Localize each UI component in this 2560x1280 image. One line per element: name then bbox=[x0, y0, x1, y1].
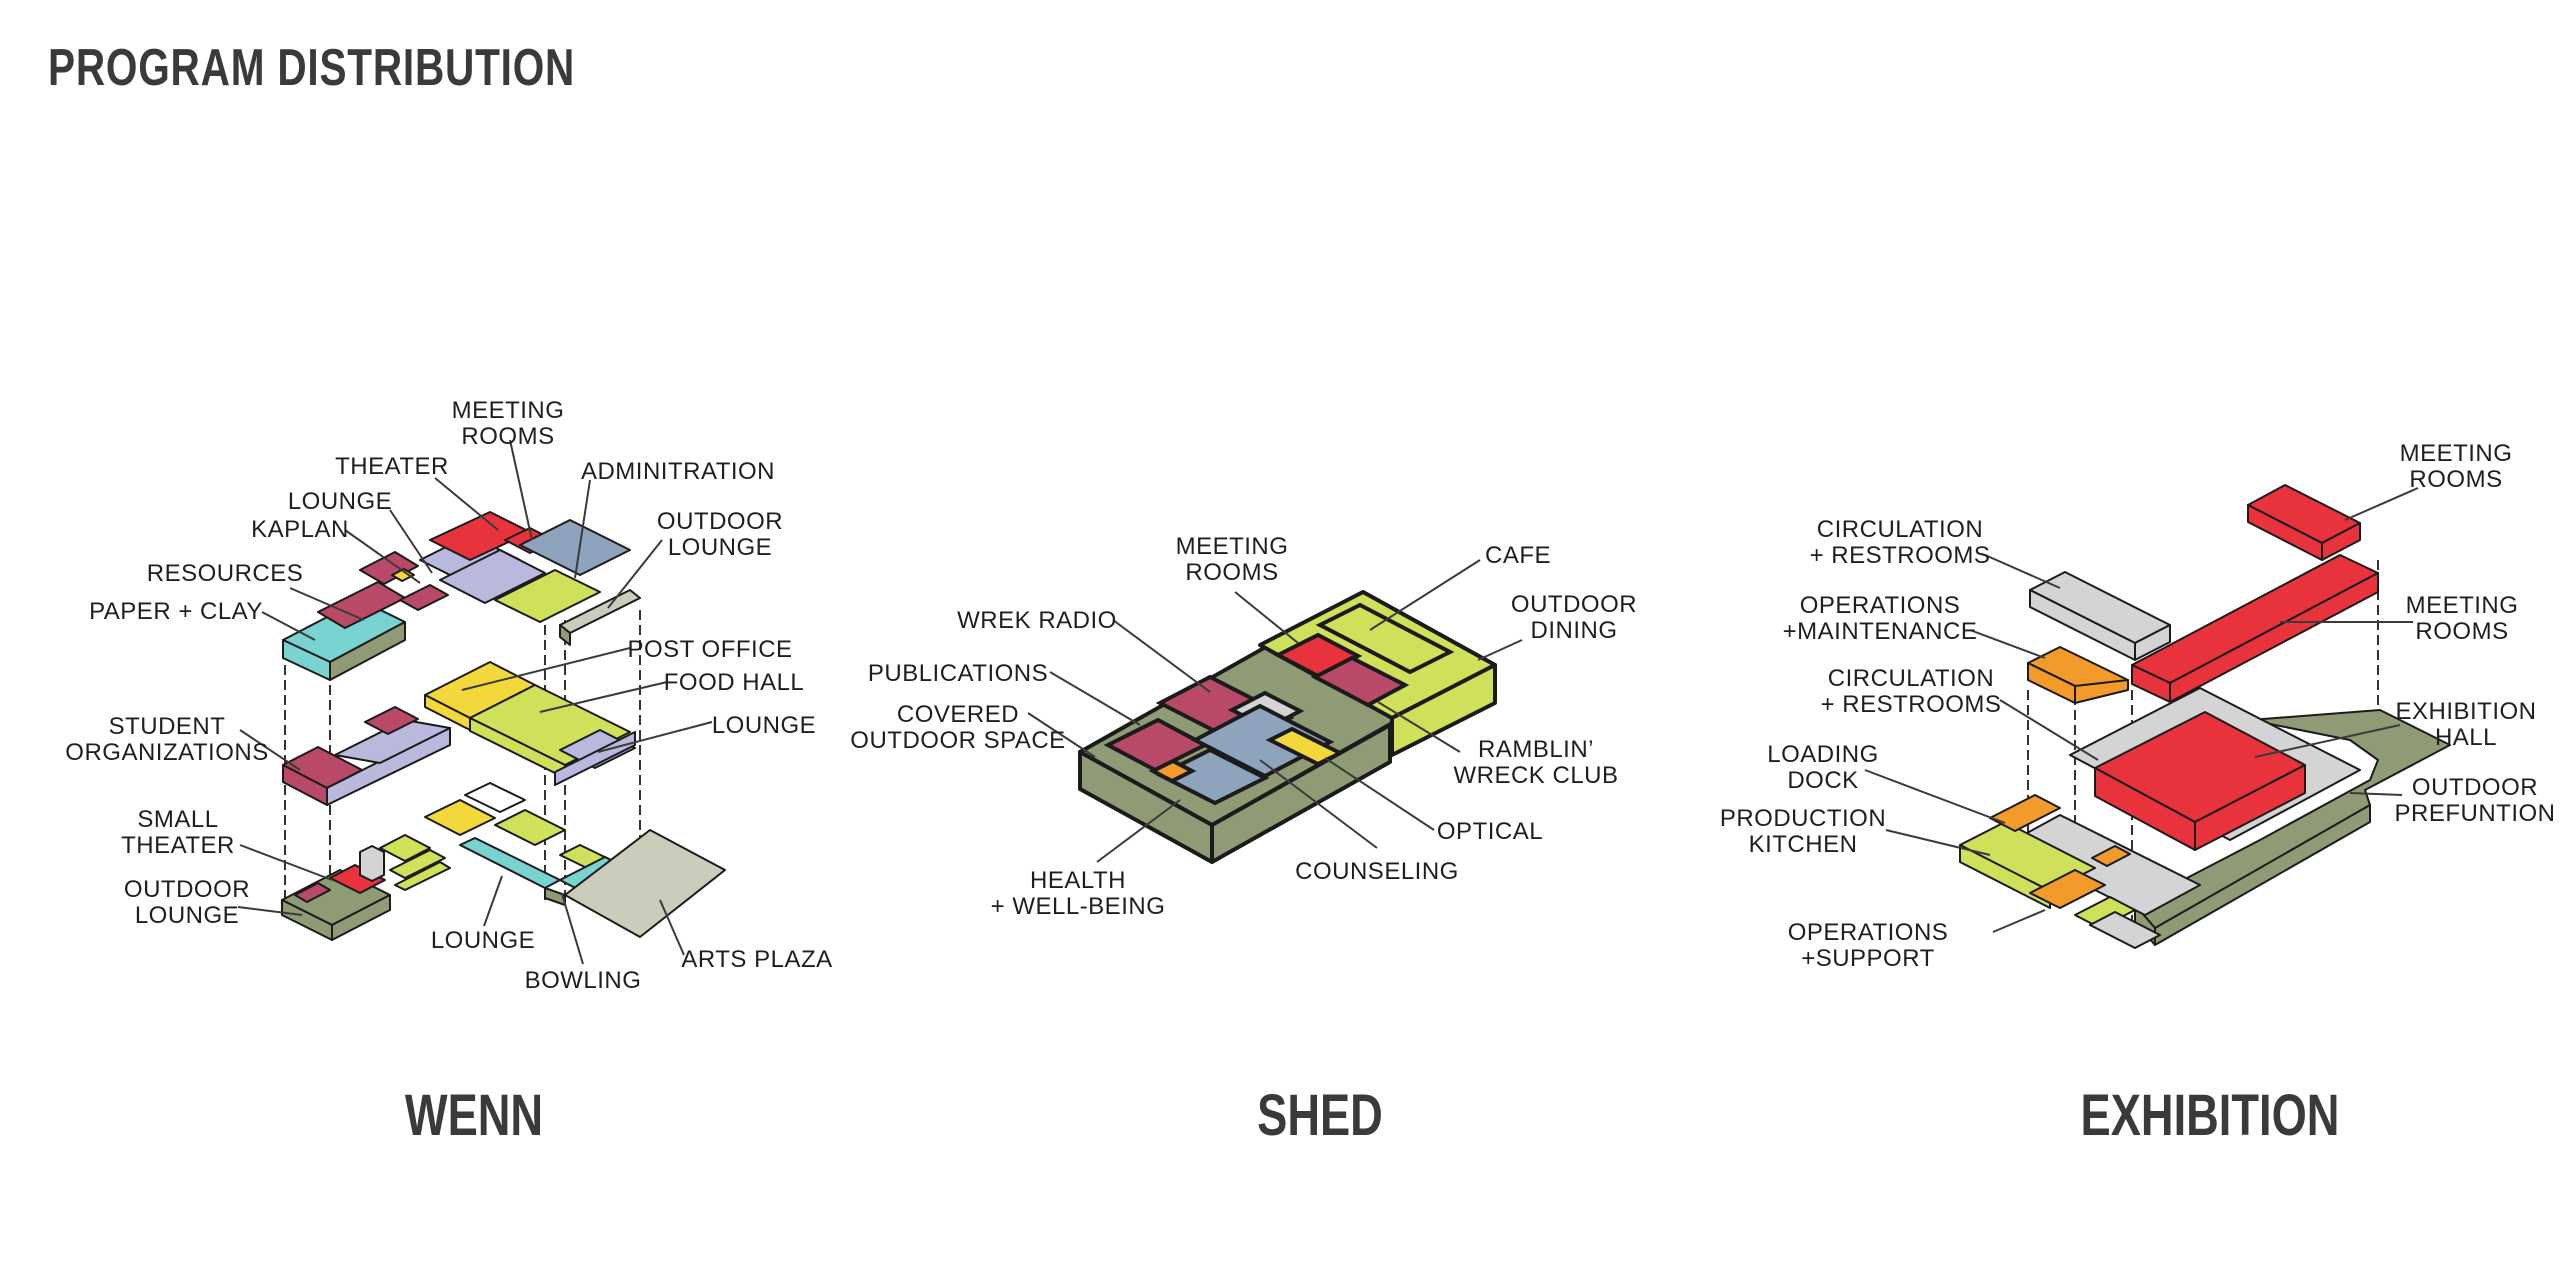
exhibition-label-circulation-restrooms-mid: CIRCULATION bbox=[1828, 665, 1994, 692]
shed-label-outdoor-dining-2: DINING bbox=[1531, 617, 1618, 644]
wenn-label-small-theater: SMALL bbox=[137, 806, 218, 833]
exhibition-label-meeting-rooms-mid: MEETING bbox=[2406, 592, 2519, 619]
wenn-leader-lines bbox=[237, 439, 713, 965]
wenn-label-paper-clay: PAPER + CLAY bbox=[89, 598, 263, 625]
shed-label-covered-outdoor-space: COVERED bbox=[897, 701, 1019, 728]
exhibition-title: EXHIBITION bbox=[2080, 1083, 2340, 1148]
wenn-label-outdoor-lounge-bottom: OUTDOOR bbox=[124, 876, 250, 903]
exhibition-upper-floor bbox=[2027, 484, 2379, 704]
wenn-label-bowling: BOWLING bbox=[525, 967, 642, 994]
shed-label-optical: OPTICAL bbox=[1437, 818, 1543, 845]
exhibition-label-outdoor-prefunction-2: PREFUNTION bbox=[2395, 800, 2556, 827]
exhibition-label-circulation-restrooms-mid-2: + RESTROOMS bbox=[1821, 691, 2002, 718]
wenn-label-kaplan: KAPLAN bbox=[251, 516, 349, 543]
shed-leader-lines bbox=[1027, 559, 1523, 863]
wenn-label-arts-plaza: ARTS PLAZA bbox=[681, 946, 832, 973]
shed-label-publications: PUBLICATIONS bbox=[868, 660, 1048, 687]
wenn-label-outdoor-lounge-top: OUTDOOR bbox=[657, 508, 783, 535]
wenn-label-small-theater-2: THEATER bbox=[121, 832, 235, 859]
wenn-labels: MEETING ROOMS THEATER ADMINITRATION LOUN… bbox=[65, 397, 832, 994]
shed-label-outdoor-dining: OUTDOOR bbox=[1511, 591, 1637, 618]
exhibition-label-loading-dock: LOADING bbox=[1767, 741, 1879, 768]
exhibition-diagram: MEETING ROOMS CIRCULATION + RESTROOMS OP… bbox=[1720, 440, 2556, 972]
exhibition-label-operations-support-2: +SUPPORT bbox=[1801, 945, 1935, 972]
shed-labels: MEETING ROOMS CAFE OUTDOOR DINING WREK R… bbox=[850, 533, 1637, 920]
exhibition-label-exhibition-hall: EXHIBITION bbox=[2395, 698, 2536, 725]
shed-label-covered-outdoor-space-2: OUTDOOR SPACE bbox=[850, 727, 1065, 754]
exhibition-label-production-kitchen: PRODUCTION bbox=[1720, 805, 1886, 832]
wenn-label-student-organizations-2: ORGANIZATIONS bbox=[65, 739, 268, 766]
shed-label-wrek-radio: WREK RADIO bbox=[957, 607, 1117, 634]
exhibition-label-outdoor-prefunction: OUTDOOR bbox=[2412, 774, 2538, 801]
exhibition-leader-lines bbox=[1864, 487, 2419, 933]
wenn-label-resources: RESOURCES bbox=[147, 560, 304, 587]
wenn-diagram: MEETING ROOMS THEATER ADMINITRATION LOUN… bbox=[65, 397, 832, 994]
shed-label-meeting-rooms: MEETING bbox=[1176, 533, 1289, 560]
wenn-label-lounge-mid: LOUNGE bbox=[712, 712, 816, 739]
wenn-middle-floor bbox=[282, 661, 636, 806]
exhibition-label-operations-support: OPERATIONS bbox=[1788, 919, 1949, 946]
shed-diagram: MEETING ROOMS CAFE OUTDOOR DINING WREK R… bbox=[850, 533, 1637, 920]
shed-label-ramblin-wreck-club-2: WRECK CLUB bbox=[1453, 762, 1618, 789]
exhibition-label-operations-maintenance-2: +MAINTENANCE bbox=[1783, 618, 1978, 645]
exhibition-ground-floor bbox=[1959, 687, 2451, 949]
wenn-label-lounge-top: LOUNGE bbox=[288, 488, 392, 515]
exhibition-label-loading-dock-2: DOCK bbox=[1787, 767, 1858, 794]
wenn-label-meeting-rooms-2: ROOMS bbox=[461, 423, 554, 450]
shed-label-health-well-being-2: + WELL-BEING bbox=[991, 893, 1166, 920]
shed-label-cafe: CAFE bbox=[1485, 542, 1551, 569]
exhibition-label-circulation-restrooms-top: CIRCULATION bbox=[1817, 516, 1983, 543]
wenn-label-outdoor-lounge-bottom-2: LOUNGE bbox=[135, 902, 239, 929]
shed-label-health-well-being: HEALTH bbox=[1030, 867, 1126, 894]
wenn-label-lounge-bottom: LOUNGE bbox=[431, 927, 535, 954]
wenn-label-post-office: POST OFFICE bbox=[627, 636, 792, 663]
wenn-title: WENN bbox=[404, 1083, 544, 1148]
wenn-label-administration: ADMINITRATION bbox=[581, 458, 775, 485]
wenn-label-food-hall: FOOD HALL bbox=[664, 669, 805, 696]
wenn-label-meeting-rooms: MEETING bbox=[452, 397, 565, 424]
exhibition-labels: MEETING ROOMS CIRCULATION + RESTROOMS OP… bbox=[1720, 440, 2556, 972]
page-title: PROGRAM DISTRIBUTION bbox=[48, 39, 576, 97]
exhibition-label-circulation-restrooms-top-2: + RESTROOMS bbox=[1810, 542, 1991, 569]
shed-label-ramblin-wreck-club: RAMBLIN’ bbox=[1478, 736, 1594, 763]
exhibition-label-exhibition-hall-2: HALL bbox=[2435, 724, 2497, 751]
exhibition-label-meeting-rooms-top-2: ROOMS bbox=[2409, 466, 2502, 493]
shed-title: SHED bbox=[1257, 1083, 1383, 1148]
shed-label-counseling: COUNSELING bbox=[1295, 858, 1459, 885]
wenn-label-student-organizations: STUDENT bbox=[109, 713, 226, 740]
exhibition-label-meeting-rooms-mid-2: ROOMS bbox=[2415, 618, 2508, 645]
wenn-top-floor bbox=[282, 511, 641, 681]
exhibition-label-meeting-rooms-top: MEETING bbox=[2400, 440, 2513, 467]
exhibition-label-production-kitchen-2: KITCHEN bbox=[1749, 831, 1858, 858]
wenn-bottom-floor bbox=[281, 782, 726, 941]
shed-label-meeting-rooms-2: ROOMS bbox=[1185, 559, 1278, 586]
exhibition-label-operations-maintenance: OPERATIONS bbox=[1800, 592, 1961, 619]
wenn-label-theater: THEATER bbox=[335, 453, 449, 480]
wenn-label-outdoor-lounge-top-2: LOUNGE bbox=[668, 534, 772, 561]
